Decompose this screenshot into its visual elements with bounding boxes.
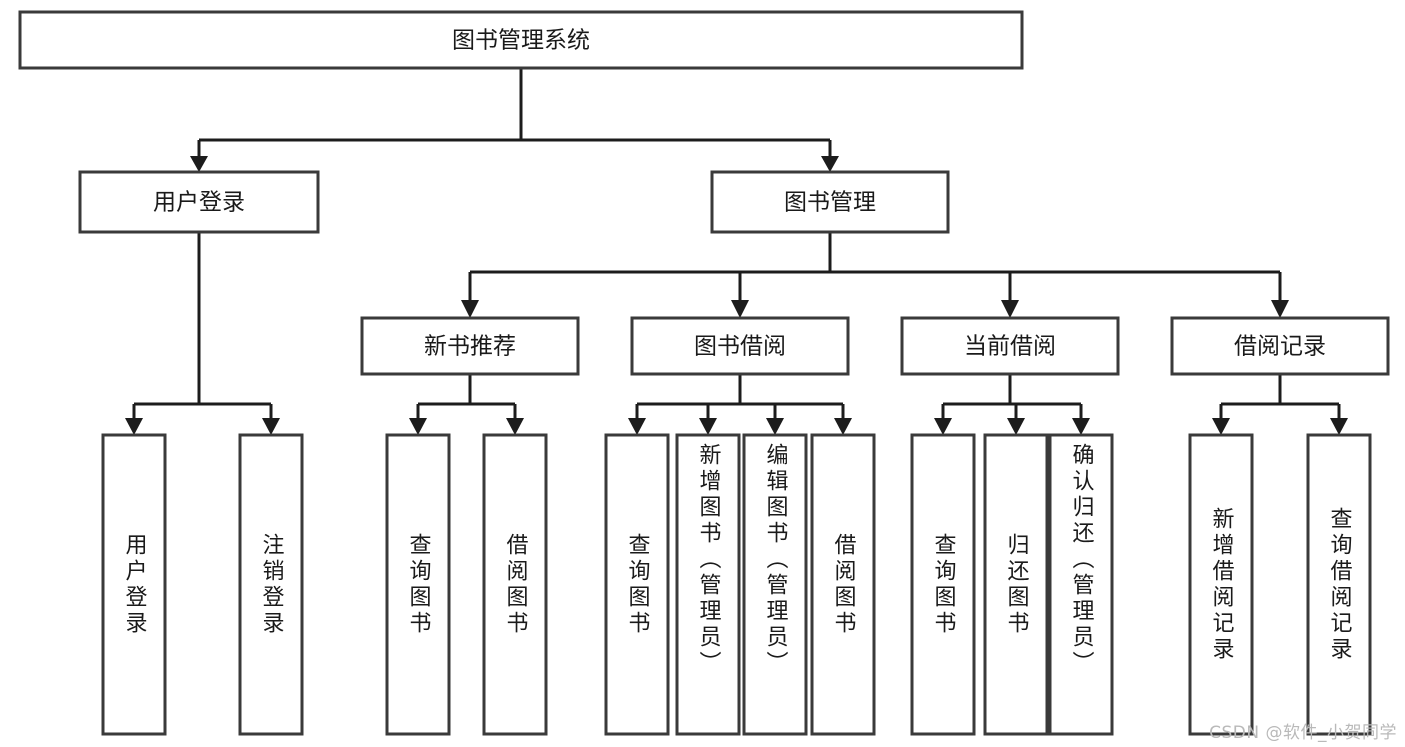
arrow-head-leaf-query-book-1 [409, 418, 427, 435]
arrow-head-borrow-record [1271, 300, 1289, 318]
leaf-box-user-login[interactable] [101, 433, 167, 736]
arrow-head-leaf-borrow-book-1 [506, 418, 524, 435]
node-root-system[interactable]: 图书管理系统 [18, 10, 1024, 70]
node-book-borrow-label: 图书借阅 [694, 334, 786, 360]
node-new-book-recommend-label: 新书推荐 [424, 334, 516, 360]
connector-group-book-mgmt [461, 232, 1289, 318]
arrow-head-current-borrow [1001, 300, 1019, 318]
leaf-box-return-book[interactable] [983, 433, 1049, 736]
node-current-borrow[interactable]: 当前借阅 [900, 316, 1120, 376]
arrow-head-leaf-query-book-2 [628, 418, 646, 435]
arrow-head-leaf-borrow-book-2 [834, 418, 852, 435]
leaf-box-query-book-2[interactable] [604, 433, 670, 736]
leaf-box-borrow-book-1[interactable] [482, 433, 548, 736]
node-user-login-box [78, 170, 320, 234]
leaf-box-confirm-return[interactable] [1048, 433, 1114, 736]
arrow-head-leaf-query-book-3 [934, 418, 952, 435]
leaf-box-query-record[interactable] [1306, 433, 1372, 736]
arrow-head-book-borrow [731, 300, 749, 318]
arrow-head-leaf-add-book [699, 418, 717, 435]
node-book-management-label: 图书管理 [784, 190, 876, 216]
arrow-head-leaf-confirm-return [1072, 418, 1090, 435]
arrow-head-book-mgmt [821, 156, 839, 172]
arrow-head-leaf-logout [262, 418, 280, 435]
arrow-head-leaf-add-record [1212, 418, 1230, 435]
leaf-box-query-book-1[interactable] [385, 433, 451, 736]
node-borrow-record[interactable]: 借阅记录 [1170, 316, 1390, 376]
connector-group-book-borrow [628, 374, 852, 435]
leaf-box-borrow-book-2[interactable] [810, 433, 876, 736]
connector-group-borrow-record [1212, 374, 1348, 435]
connector-group-user-login [125, 232, 280, 435]
node-root-label: 图书管理系统 [452, 28, 590, 54]
node-current-borrow-box [900, 316, 1120, 376]
node-book-borrow[interactable]: 图书借阅 [630, 316, 850, 376]
node-book-borrow-box [630, 316, 850, 376]
leaf-boxes [101, 433, 1372, 736]
csdn-watermark: CSDN @软件_小贺同学 [1209, 723, 1397, 743]
node-new-book-recommend[interactable]: 新书推荐 [360, 316, 580, 376]
arrow-head-leaf-query-record [1330, 418, 1348, 435]
leaf-box-add-book[interactable] [675, 433, 741, 736]
connector-group-current-borrow [934, 374, 1090, 435]
leaf-box-query-book-3[interactable] [910, 433, 976, 736]
arrow-head-new-book-rec [461, 300, 479, 318]
node-book-management-box [710, 170, 950, 234]
leaf-box-edit-book[interactable] [742, 433, 808, 736]
connector-group-root [190, 68, 839, 172]
arrow-head-leaf-return-book [1007, 418, 1025, 435]
arrow-head-user-login [190, 156, 208, 172]
node-new-book-recommend-box [360, 316, 580, 376]
node-user-login[interactable]: 用户登录 [78, 170, 320, 234]
node-borrow-record-label: 借阅记录 [1234, 334, 1326, 360]
node-borrow-record-box [1170, 316, 1390, 376]
connector-group-new-book-rec [409, 374, 524, 435]
leaf-box-logout[interactable] [238, 433, 304, 736]
arrow-head-leaf-user-login [125, 418, 143, 435]
leaf-box-add-record[interactable] [1188, 433, 1254, 736]
arrow-head-leaf-edit-book [766, 418, 784, 435]
node-book-management[interactable]: 图书管理 [710, 170, 950, 234]
node-user-login-label: 用户登录 [153, 190, 245, 216]
node-root-box [18, 10, 1024, 70]
node-current-borrow-label: 当前借阅 [964, 334, 1056, 360]
